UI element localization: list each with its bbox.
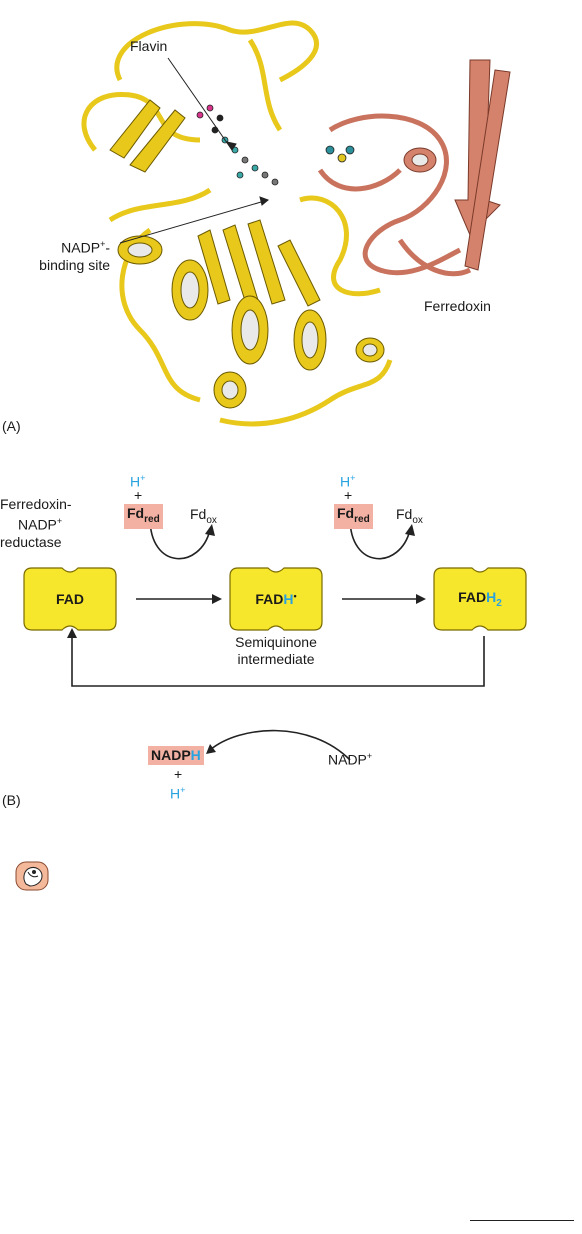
binding-site-text: binding site <box>0 257 110 274</box>
enzyme-label-plus: + <box>57 516 62 526</box>
fadh2-node: FADH2 <box>432 566 528 632</box>
plus-1: + <box>134 487 142 504</box>
fadh2-h: H <box>486 589 496 605</box>
nadp-plus-label: NADP+ <box>328 748 372 769</box>
pointer-hand-icon[interactable] <box>12 858 52 894</box>
panel-a: Flavin NADP+- binding site Ferredoxin (A… <box>0 0 582 440</box>
fd-red-1: Fdred <box>124 504 163 529</box>
plus-2: + <box>344 487 352 504</box>
enzyme-label-nadp: NADP <box>18 517 57 533</box>
fadh2-base: FAD <box>458 589 486 605</box>
fadh-dot: • <box>293 591 296 601</box>
protein-structure-illustration <box>0 0 582 440</box>
fadh-node: FADH• <box>228 566 324 632</box>
fad-text: FAD <box>56 591 84 607</box>
panel-a-letter: (A) <box>2 418 21 434</box>
nadp-text: NADP <box>61 240 100 256</box>
fadh-base: FAD <box>255 591 283 607</box>
fadh2-sub: 2 <box>496 598 502 609</box>
panel-b: Ferredoxin- NADP+ reductase H+ + Fdred F… <box>0 460 582 810</box>
flavin-label: Flavin <box>130 38 167 55</box>
ferredoxin-label: Ferredoxin <box>424 298 491 315</box>
panel-b-letter: (B) <box>2 792 21 808</box>
fd-ox-1: Fdox <box>190 506 217 529</box>
fd-ox-2: Fdox <box>396 506 423 529</box>
nadp-binding-site-label: NADP+- binding site <box>0 236 110 274</box>
nadp-dash: - <box>105 240 110 256</box>
enzyme-label-line1: Ferredoxin- <box>0 496 72 513</box>
enzyme-label: Ferredoxin- NADP+ reductase <box>0 496 72 551</box>
plus-3: + <box>174 766 182 783</box>
bottom-divider <box>470 1220 574 1221</box>
enzyme-label-line3: reductase <box>0 534 72 551</box>
fad-node: FAD <box>22 566 118 632</box>
nadph-label: NADPH <box>148 746 204 765</box>
h-plus-3: H+ <box>170 782 185 803</box>
semiquinone-label: Semiquinone intermediate <box>226 634 326 668</box>
fd-red-2: Fdred <box>334 504 373 529</box>
fadh-h: H <box>283 591 293 607</box>
